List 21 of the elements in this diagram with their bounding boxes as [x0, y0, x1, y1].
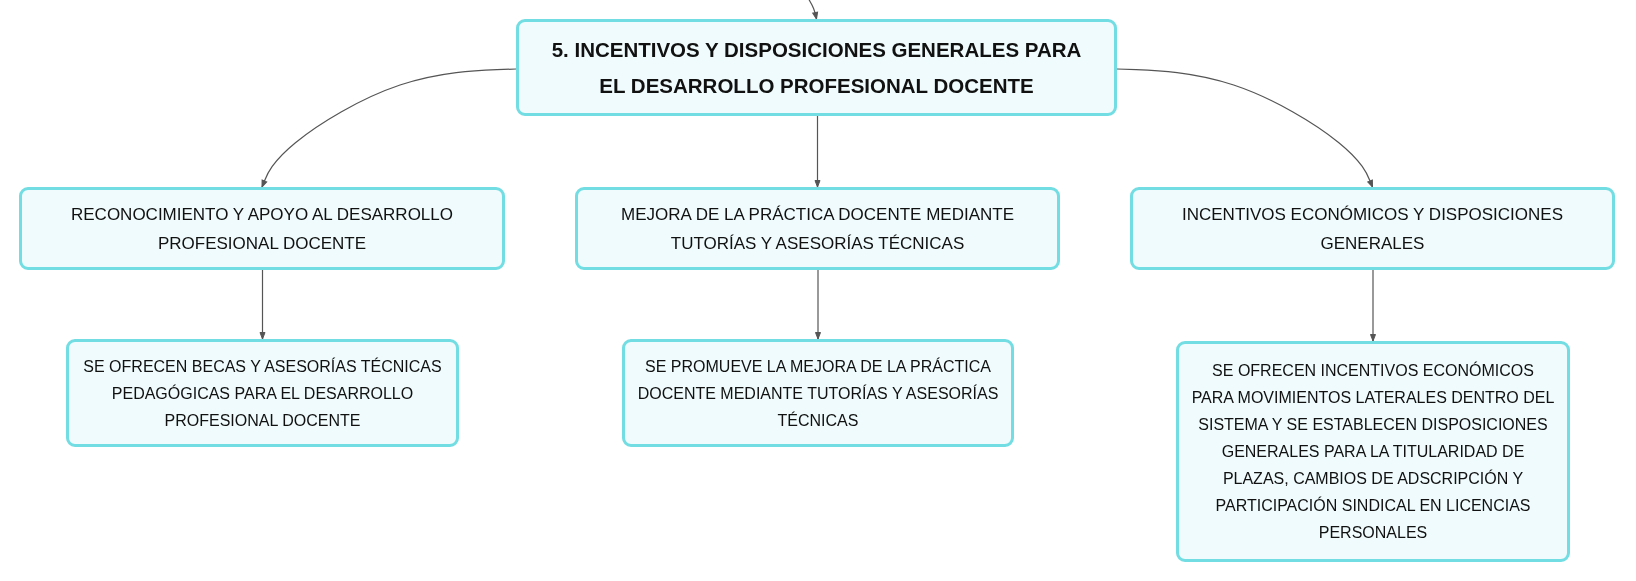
- detail-box: [1176, 341, 1570, 562]
- connector-arrow: [807, 0, 819, 20]
- detail-box: [622, 339, 1014, 447]
- subtopic-text: RECONOCIMIENTO Y APOYO AL DESARROLLO PROFESIONAL DOCENTE: [70, 203, 454, 255]
- connector-arrow: [814, 115, 821, 188]
- connector-arrow: [815, 269, 821, 340]
- detail-text: SE OFRECEN BECAS Y ASESORÍAS TÉCNICAS PEDAGÓGICAS PARA EL DESARROLLO PROFESIONAL DOCENTE: [82, 356, 443, 431]
- connector-arrow: [1370, 269, 1376, 342]
- detail-box: [66, 339, 459, 447]
- topic-text: 5. INCENTIVOS Y DISPOSICIONES GENERALES PARA EL DESARROLLO PROFESIONAL DOCENTE: [550, 36, 1083, 99]
- subtopic-text: INCENTIVOS ECONÓMICOS Y DISPOSICIONES GENERALES: [1181, 203, 1564, 255]
- subtopic-text: MEJORA DE LA PRÁCTICA DOCENTE MEDIANTE TUTORÍAS Y ASESORÍAS TÉCNICAS: [620, 203, 1015, 255]
- topic-box: [516, 19, 1117, 116]
- connector-arrow: [259, 269, 266, 340]
- subtopic-box: [19, 187, 505, 270]
- detail-text: SE OFRECEN INCENTIVOS ECONÓMICOS PARA MOVIMIENTOS LATERALES DENTRO DEL SISTEMA Y SE ESTABLECEN DISPOSICIONES GENERALES PARA LA TITULARIDAD DE PLAZAS, CAMBIOS DE ADSCRIPCIÓN Y PARTICIPACIÓN SINDICAL EN LICENCIAS PERSONALES: [1190, 360, 1556, 543]
- connector-arrow: [261, 68, 517, 188]
- subtopic-box: [575, 187, 1060, 270]
- connector-arrow: [1116, 68, 1374, 188]
- detail-text: SE PROMUEVE LA MEJORA DE LA PRÁCTICA DOCENTE MEDIANTE TUTORÍAS Y ASESORÍAS TÉCNICAS: [636, 356, 1000, 431]
- subtopic-box: [1130, 187, 1615, 270]
